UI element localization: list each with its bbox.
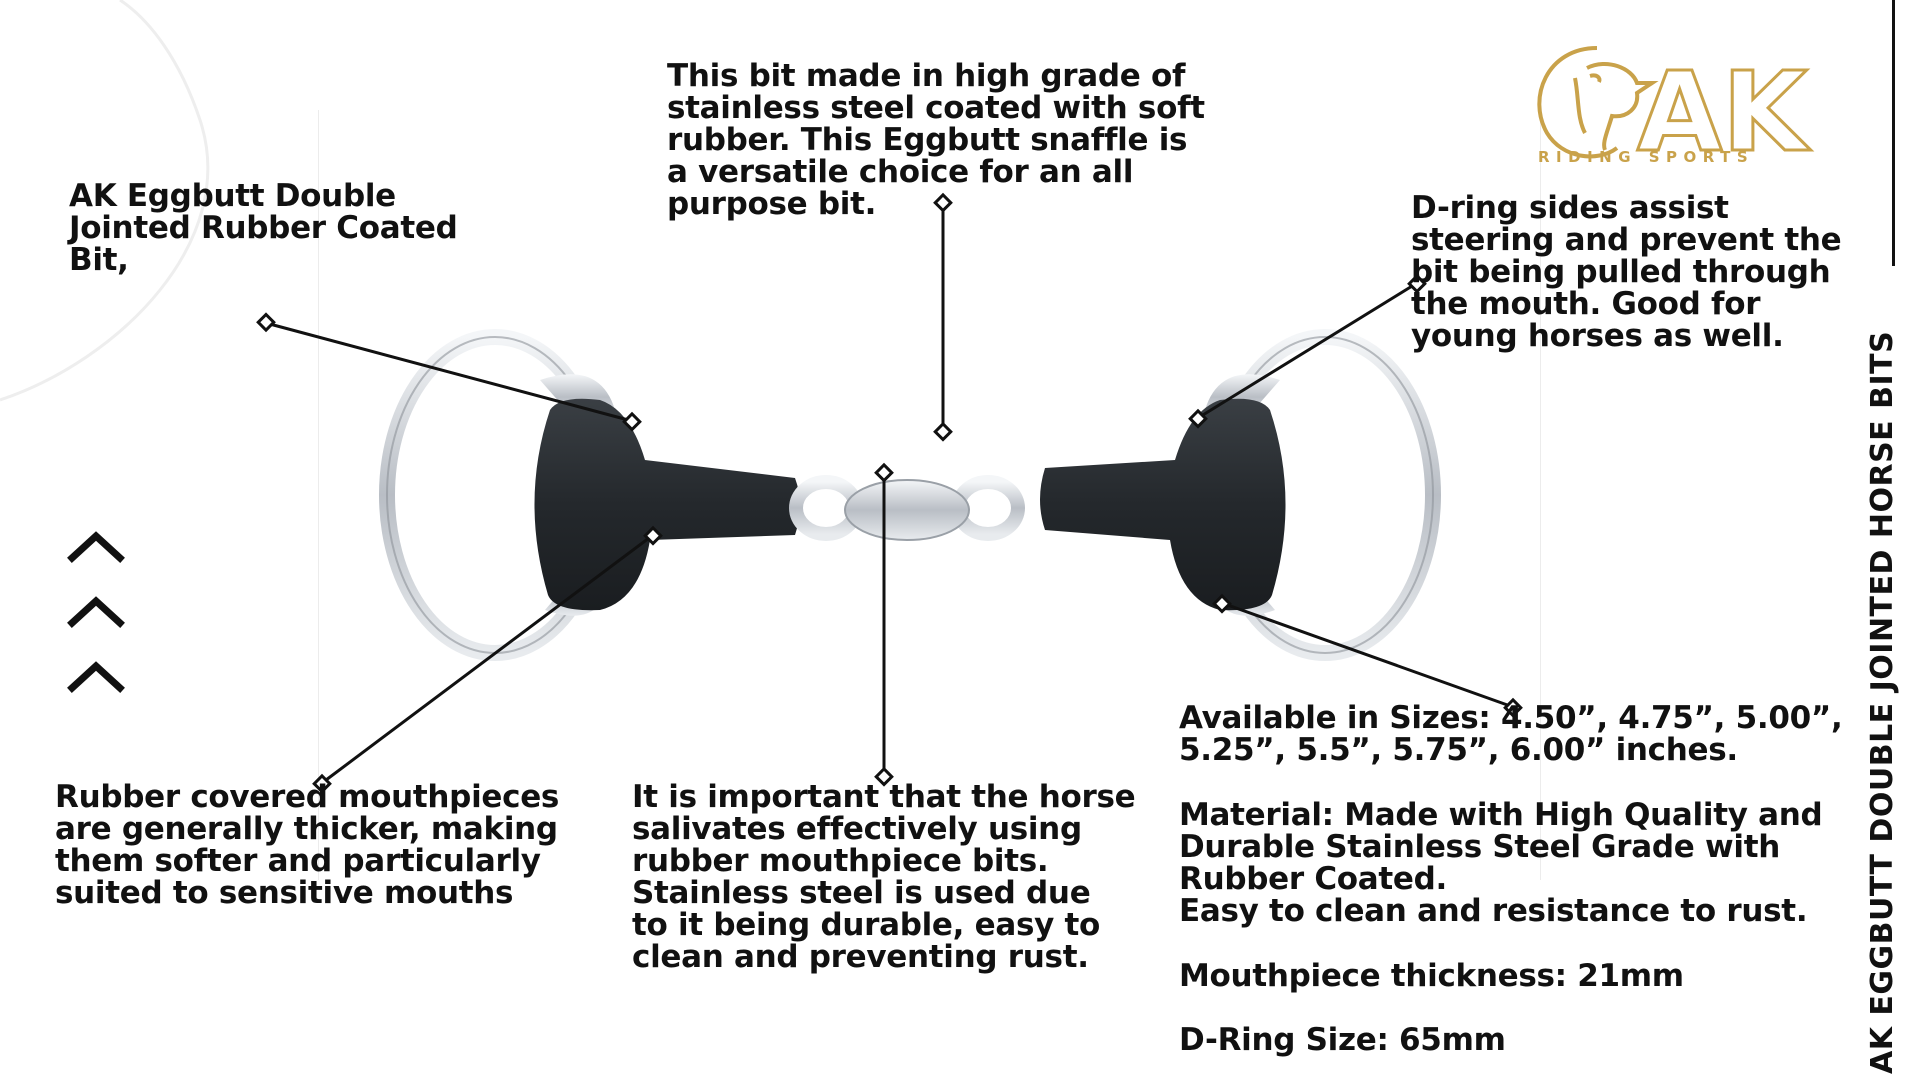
left-rubber-mouthpiece bbox=[534, 398, 800, 611]
guide-line-right bbox=[1540, 110, 1541, 880]
vertical-title: AK EGGBUTT DOUBLE JOINTED HORSE BITS bbox=[1865, 330, 1900, 1074]
right-rubber-mouthpiece bbox=[1040, 398, 1286, 611]
callout-line-dring bbox=[1197, 281, 1418, 420]
guide-line-left bbox=[318, 110, 319, 880]
logo-letters: AK bbox=[1637, 48, 1811, 176]
chevron-up-icon bbox=[67, 661, 125, 693]
sizes-info: Available in Sizes: 4.50”, 4.75”, 5.00”,… bbox=[1179, 700, 1843, 768]
top-description: This bit made in high grade of stainless… bbox=[667, 58, 1205, 222]
thickness-info: Mouthpiece thickness: 21mm bbox=[1179, 958, 1684, 994]
callout-line-title bbox=[265, 321, 633, 423]
decorative-arc bbox=[0, 0, 210, 402]
chevron-up-icon bbox=[67, 531, 125, 563]
horse-head-icon bbox=[1537, 46, 1619, 159]
logo-tagline: RIDING SPORTS bbox=[1538, 148, 1755, 166]
callout-line-sizes bbox=[1221, 601, 1514, 709]
brand-logo: AK bbox=[1537, 46, 1813, 178]
ring-size-info: D-Ring Size: 65mm bbox=[1179, 1022, 1506, 1058]
product-title: AK Eggbutt Double Jointed Rubber Coated … bbox=[69, 178, 458, 278]
scroll-up-chevrons[interactable] bbox=[66, 526, 126, 696]
callout-line-rubber bbox=[321, 533, 654, 785]
rubber-description: Rubber covered mouthpieces are generally… bbox=[55, 779, 560, 911]
vertical-divider bbox=[1892, 0, 1895, 266]
center-lozenge bbox=[844, 479, 970, 541]
salivate-description: It is important that the horse salivates… bbox=[632, 779, 1136, 975]
dring-description: D-ring sides assist steering and prevent… bbox=[1411, 190, 1842, 354]
material-info: Material: Made with High Quality and Dur… bbox=[1179, 797, 1823, 929]
chevron-up-icon bbox=[67, 596, 125, 628]
